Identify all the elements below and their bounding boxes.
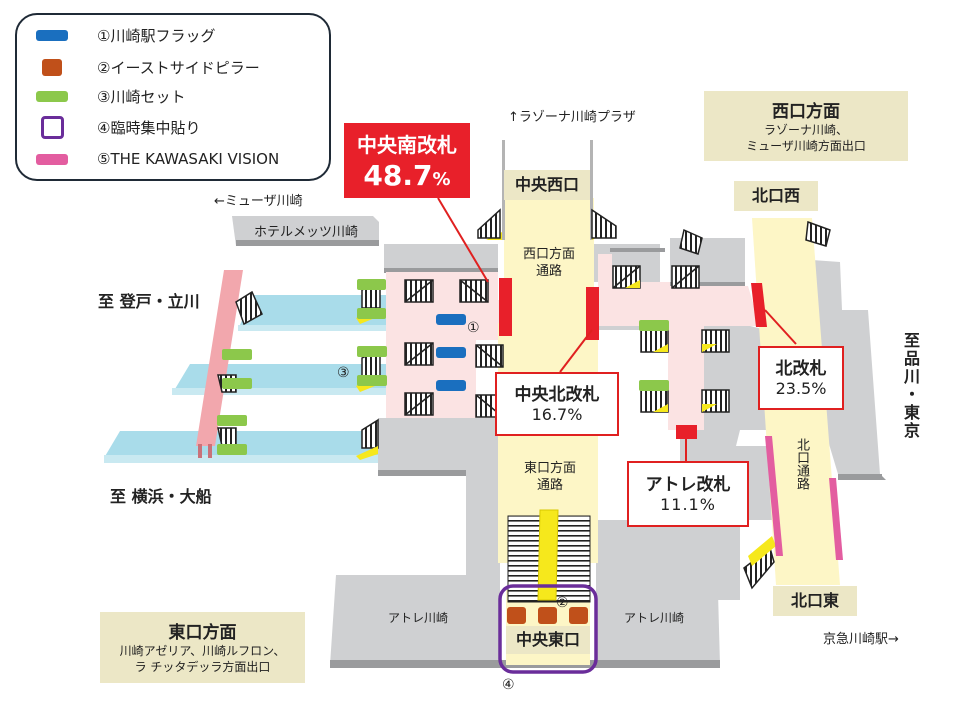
kawasaki-vision-ads bbox=[765, 436, 843, 560]
central-north-gate-pct: 16.7% bbox=[531, 405, 583, 424]
atre-gate-name: アトレ改札 bbox=[645, 475, 731, 495]
west-exit-title: 西口方面 bbox=[772, 102, 840, 122]
temporary-posting-area bbox=[498, 584, 598, 674]
legend-label: ④臨時集中貼り bbox=[97, 118, 201, 137]
east-exit-stairs bbox=[507, 509, 591, 603]
central-south-gate-pct: 48.7 bbox=[363, 159, 433, 192]
atre-gate bbox=[676, 425, 697, 439]
keikyu-direction-label: 京急川崎駅→ bbox=[823, 632, 899, 647]
purple-outline-square-icon bbox=[40, 115, 64, 139]
kawasaki-flag-ads bbox=[436, 314, 466, 391]
east-passage-label: 東口方面 通路 bbox=[504, 460, 596, 494]
central-south-gate-pct-wrap: 48.7% bbox=[344, 159, 470, 192]
north-east-exit-label: 北口東 bbox=[773, 586, 857, 616]
legend-item-kawasaki-vision: ⑤THE KAWASAKI VISION bbox=[35, 148, 279, 170]
atre-gate-callout: アトレ改札 11.1% bbox=[627, 461, 749, 527]
kawasaki-set-ads bbox=[217, 279, 669, 455]
west-passage-line1: 西口方面 bbox=[522, 247, 575, 262]
central-south-gate-name: 中央南改札 bbox=[357, 133, 457, 157]
marker-2: ② bbox=[556, 595, 569, 611]
blue-bar-icon bbox=[36, 29, 68, 41]
central-south-gate-callout: 中央南改札 48.7% bbox=[344, 123, 470, 198]
marker-3: ③ bbox=[337, 365, 350, 381]
atre-left-label: アトレ川崎 bbox=[388, 611, 449, 625]
east-exit-sub2: ラ チッタデッラ方面出口 bbox=[134, 660, 271, 674]
east-exit-direction-box: 東口方面 川崎アゼリア、川崎ルフロン、 ラ チッタデッラ方面出口 bbox=[100, 612, 305, 683]
central-north-gate-name: 中央北改札 bbox=[514, 385, 600, 405]
shinagawa-direction-label: 至品川・東京 bbox=[901, 332, 920, 440]
west-exit-sub2: ミューザ川崎方面出口 bbox=[746, 139, 866, 153]
legend-item-kawasaki-flag: ①川崎駅フラッグ bbox=[35, 24, 215, 46]
central-east-exit-label: 中央東口 bbox=[506, 626, 590, 654]
marker-4: ④ bbox=[502, 677, 515, 693]
west-exit-sub1: ラゾーナ川崎、 bbox=[763, 123, 848, 137]
legend-label: ①川崎駅フラッグ bbox=[97, 26, 216, 45]
west-exit-direction-box: 西口方面 ラゾーナ川崎、 ミューザ川崎方面出口 bbox=[704, 91, 908, 161]
north-direction-label: ↑ラゾーナ川崎プラザ bbox=[508, 110, 636, 125]
hotel-mets-label: ホテルメッツ川崎 bbox=[253, 225, 358, 240]
legend-label: ③川崎セット bbox=[97, 87, 186, 106]
legend-item-kawasaki-set: ③川崎セット bbox=[35, 85, 185, 107]
central-north-gate bbox=[586, 287, 599, 340]
legend-label: ⑤THE KAWASAKI VISION bbox=[97, 150, 280, 168]
north-gate bbox=[751, 283, 767, 327]
noborito-direction-label: 至 登戸・立川 bbox=[98, 292, 200, 311]
west-passage-label: 西口方面 通路 bbox=[506, 246, 592, 280]
north-passage-label: 北口通路 bbox=[794, 438, 809, 490]
central-south-gate bbox=[499, 278, 512, 336]
central-west-exit-label: 中央西口 bbox=[504, 170, 590, 200]
pink-bar-icon bbox=[36, 153, 68, 165]
orange-square-icon bbox=[42, 58, 62, 76]
footbridge bbox=[196, 270, 243, 458]
legend-item-east-side-pillar: ②イーストサイドピラー bbox=[35, 56, 260, 78]
east-side-pillar-ads bbox=[507, 607, 588, 624]
green-bar-icon bbox=[36, 90, 68, 102]
yokohama-direction-label: 至 横浜・大船 bbox=[110, 487, 212, 506]
hotel-mets-building bbox=[232, 216, 379, 246]
marker-1: ① bbox=[467, 320, 480, 336]
atre-right-label: アトレ川崎 bbox=[624, 611, 685, 625]
west-passage-line2: 通路 bbox=[535, 264, 562, 279]
central-north-gate-callout: 中央北改札 16.7% bbox=[495, 372, 619, 436]
muza-direction-label: ←ミューザ川崎 bbox=[214, 194, 303, 209]
north-west-exit-label: 北口西 bbox=[734, 181, 818, 211]
east-passage-line1: 東口方面 bbox=[523, 461, 576, 476]
east-exit-sub1: 川崎アゼリア、川崎ルフロン、 bbox=[119, 644, 286, 658]
east-passage-line2: 通路 bbox=[536, 478, 563, 493]
east-exit-title: 東口方面 bbox=[168, 623, 237, 643]
ticket-gates bbox=[499, 278, 767, 439]
central-south-gate-unit: % bbox=[432, 169, 451, 190]
north-concourse bbox=[598, 254, 760, 430]
north-gate-pct: 23.5% bbox=[775, 379, 827, 398]
north-gate-callout: 北改札 23.5% bbox=[758, 346, 844, 410]
legend: ①川崎駅フラッグ ②イーストサイドピラー ③川崎セット ④臨時集中貼り ⑤THE… bbox=[15, 13, 331, 181]
legend-label: ②イーストサイドピラー bbox=[97, 58, 260, 77]
north-gate-name: 北改札 bbox=[775, 359, 827, 379]
legend-item-temporary-posting: ④臨時集中貼り bbox=[35, 115, 201, 139]
atre-gate-pct: 11.1% bbox=[660, 495, 716, 514]
west-concourse bbox=[386, 272, 506, 418]
